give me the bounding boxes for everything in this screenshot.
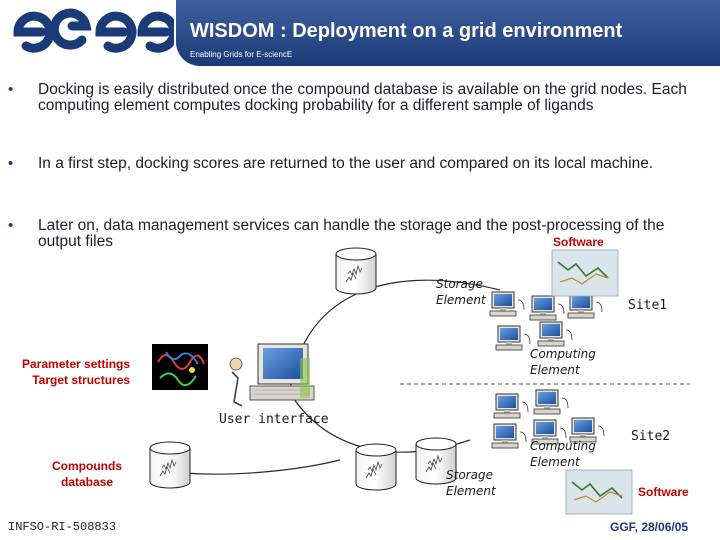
title-band (176, 0, 720, 66)
compounds-database-line2: database (60, 475, 114, 489)
storage-cylinder-icon (355, 443, 397, 491)
user-interface-label: User interface (219, 412, 329, 427)
bullet-dot-icon: • (8, 217, 14, 234)
computing-element-bottom-line1: Computing (530, 439, 596, 453)
storage-element-top-icon (335, 247, 377, 295)
bullet-dot-icon: • (8, 155, 14, 172)
software-bottom-image (565, 469, 633, 515)
parameter-settings-label: Parameter settings Target structures (22, 356, 130, 388)
parameter-settings-line2: Target structures (32, 373, 131, 387)
site1-label: Site1 (628, 298, 668, 313)
computing-element-bottom-label: Computing Element (530, 438, 596, 470)
slide-header: WISDOM : Deployment on a grid environmen… (0, 0, 720, 66)
compounds-database-line1: Compounds (52, 459, 122, 473)
bullet-text: Docking is easily distributed once the c… (38, 81, 687, 114)
computing-element-bottom-line2: Element (530, 455, 580, 469)
compounds-database-label: Compounds database (52, 458, 122, 490)
bullet-dot-icon: • (8, 81, 14, 98)
computing-element-top-line2: Element (530, 363, 580, 377)
tagline: Enabling Grids for E-sciencE (190, 50, 293, 59)
computing-element-top-line1: Computing (530, 347, 596, 361)
storage-element-bottom-label: Storage Element (446, 467, 496, 499)
software-bottom-label: Software (638, 485, 689, 499)
storage-element-bottom-line2: Element (446, 484, 496, 498)
user-interface-workstation-icon (229, 343, 315, 407)
bullet-text: In a first step, docking scores are retu… (38, 155, 654, 172)
parameter-settings-line1: Parameter settings (22, 357, 131, 371)
storage-element-top-line2: Element (436, 293, 486, 307)
storage-element-top-label: Storage Element (436, 276, 486, 308)
egee-logo (13, 8, 174, 53)
software-top-image (551, 249, 619, 297)
storage-element-top-line1: Storage (436, 277, 483, 291)
target-structure-image (152, 344, 208, 390)
compounds-database-icon (149, 441, 191, 489)
bullet-text: Later on, data management services can h… (38, 217, 665, 250)
computing-element-top-label: Computing Element (530, 346, 596, 378)
software-top-label: Software (553, 235, 604, 249)
footer-event-date: GGF, 28/06/05 (610, 520, 689, 534)
site1-computers-icon (489, 291, 603, 351)
storage-element-bottom-line1: Storage (446, 468, 493, 482)
site2-label: Site2 (631, 429, 671, 444)
footer-project-id: INFSO-RI-508833 (8, 520, 117, 534)
page-title: WISDOM : Deployment on a grid environmen… (190, 20, 623, 42)
